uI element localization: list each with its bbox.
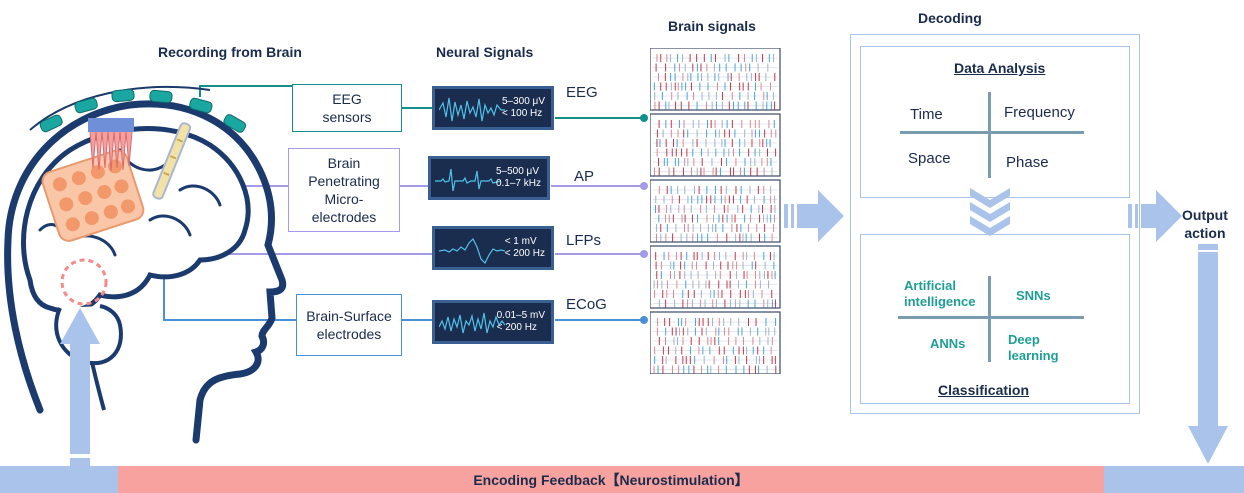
lfp-monitor: < 1 mV< 200 Hz — [432, 226, 554, 270]
ecog-spec-2: < 200 Hz — [496, 322, 537, 333]
ap-signal-label: AP — [574, 168, 595, 185]
classification-hline — [898, 316, 1084, 319]
raster-plot — [649, 47, 781, 375]
ecog-monitor: 0.01–5 mV< 200 Hz — [432, 300, 554, 344]
eeg-sensors-box: EEG sensors — [292, 84, 402, 132]
lfp-spec-1: < 1 mV — [504, 236, 537, 247]
ap-spec-1: 5–500 μV — [495, 166, 539, 177]
neural-signals-header: Neural Signals — [436, 44, 534, 60]
lfp-node — [640, 250, 648, 258]
encoding-feedback-label: Encoding Feedback【Neurostimulation】 — [473, 471, 749, 488]
brain-signals-header: Brain signals — [668, 18, 756, 34]
microelectrode-array — [88, 118, 134, 172]
output-arrow — [1128, 190, 1182, 242]
lfp-spec-2: < 200 Hz — [504, 248, 545, 259]
output-down-arrow — [1188, 244, 1228, 464]
quad-frequency: Frequency — [1004, 104, 1075, 121]
analysis-vline — [988, 92, 991, 178]
eeg-sensor-link — [199, 85, 292, 97]
depth-probe — [152, 122, 192, 200]
decoding-panel — [850, 34, 1140, 414]
ecog-signal-label: ECoG — [566, 296, 607, 313]
to-decoding-arrow — [784, 190, 844, 242]
eeg-node — [640, 114, 648, 122]
output-action-label: Output action — [1182, 206, 1228, 242]
method-deep-learning: Deep learning — [1008, 332, 1059, 363]
head-outline — [4, 100, 287, 444]
method-anns: ANNs — [930, 336, 966, 351]
method-ai: Artificial intelligence — [904, 278, 976, 309]
lfp-signal-label: LFPs — [566, 232, 602, 249]
head-illustration — [4, 85, 287, 444]
quad-time: Time — [910, 106, 943, 123]
brain-signals-raster — [649, 47, 782, 379]
ecog-node — [640, 316, 648, 324]
eeg-spec-2: < 100 Hz — [501, 108, 543, 119]
classification-title: Classification — [938, 382, 1030, 398]
eeg-electrodes — [39, 88, 247, 133]
eeg-monitor: 5–300 μV< 100 Hz — [432, 86, 554, 130]
down-chevrons-icon — [970, 188, 1010, 236]
surface-electrodes-label: Brain-Surface electrodes — [306, 308, 392, 342]
analysis-hline — [900, 131, 1084, 134]
eeg-spec-1: 5–300 μV — [501, 96, 545, 107]
feedback-up-arrow — [60, 308, 100, 466]
ap-spec-2: 0.1–7 kHz — [495, 178, 541, 189]
classification-vline — [988, 276, 991, 362]
quad-space: Space — [908, 150, 951, 167]
recording-header: Recording from Brain — [158, 44, 302, 60]
penetrating-electrodes-box: Brain Penetrating Micro-electrodes — [288, 148, 400, 232]
ecog-spec-1: 0.01–5 mV — [496, 310, 545, 321]
eeg-sensors-label: EEG sensors — [322, 91, 372, 125]
decoding-header: Decoding — [918, 10, 982, 26]
data-analysis-title: Data Analysis — [954, 60, 1046, 76]
output-line2: action — [1184, 225, 1226, 241]
method-snns: SNNs — [1016, 288, 1051, 303]
ap-node — [640, 182, 648, 190]
eeg-signal-label: EEG — [566, 84, 598, 101]
surface-electrodes-box: Brain-Surface electrodes — [296, 294, 402, 356]
quad-phase: Phase — [1006, 154, 1049, 171]
encoding-feedback-bar: Encoding Feedback【Neurostimulation】 — [118, 466, 1104, 493]
output-line1: Output — [1182, 207, 1228, 223]
classification-box — [860, 234, 1130, 404]
penetrating-electrodes-label: Brain Penetrating Micro-electrodes — [308, 155, 380, 225]
